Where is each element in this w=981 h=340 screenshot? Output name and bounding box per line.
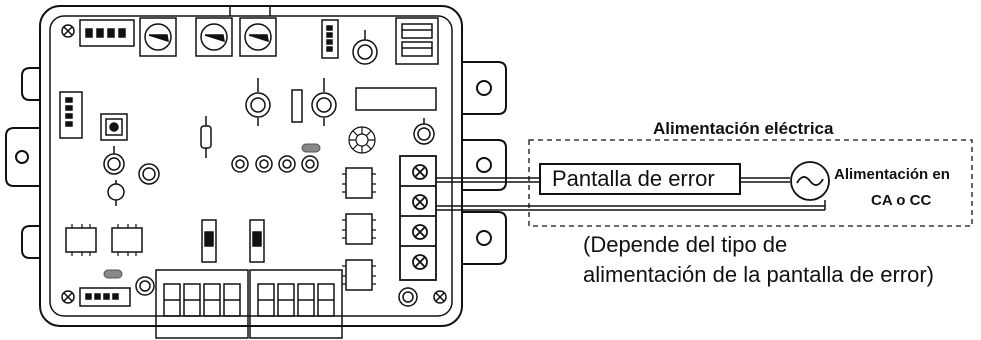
bottom-terminal-block bbox=[155, 269, 343, 339]
source-label-line1: Alimentación en bbox=[834, 166, 950, 183]
note-line1: (Depende del tipo de bbox=[583, 232, 788, 257]
led bbox=[103, 143, 321, 279]
slide-switch bbox=[201, 219, 265, 263]
ic-chip bbox=[65, 167, 373, 291]
push-button bbox=[100, 113, 128, 141]
dip-switch bbox=[79, 19, 135, 47]
capacitor bbox=[103, 39, 435, 307]
pin-connector bbox=[59, 19, 339, 139]
screw bbox=[61, 24, 447, 304]
ac-source-icon bbox=[790, 161, 830, 201]
toroid-coil bbox=[348, 126, 376, 154]
resistor bbox=[200, 87, 437, 158]
board-housing-inner bbox=[49, 15, 453, 317]
right-mounting-tab bbox=[462, 61, 507, 265]
source-label-line2: CA o CC bbox=[871, 192, 932, 209]
left-mounting-tab bbox=[5, 67, 40, 259]
error-display-label: Pantalla de error bbox=[552, 166, 715, 191]
board-housing-outer bbox=[39, 5, 463, 327]
error-display-box bbox=[539, 163, 741, 195]
screw-terminal-block bbox=[399, 155, 437, 281]
power-supply-boundary bbox=[528, 139, 973, 227]
note-line2: alimentación de la pantalla de error) bbox=[583, 262, 934, 287]
wire bbox=[436, 177, 826, 211]
relay-block bbox=[395, 17, 439, 65]
power-supply-title: Alimentación eléctrica bbox=[653, 119, 834, 138]
pin-connector bbox=[79, 287, 131, 307]
rotary-switch bbox=[139, 17, 277, 57]
